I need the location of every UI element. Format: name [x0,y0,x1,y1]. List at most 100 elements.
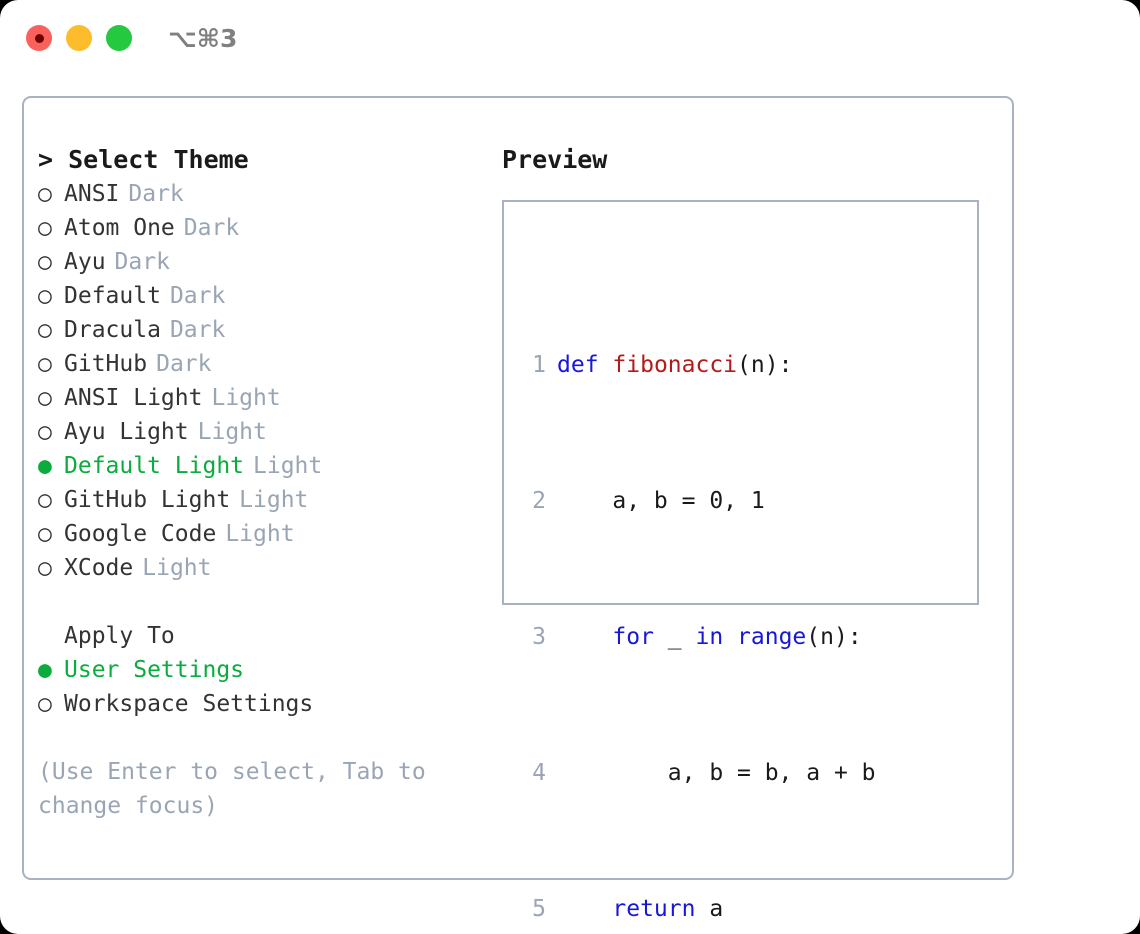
theme-name: ANSI [64,181,120,207]
token-plain [599,352,613,378]
radio-unselected-icon: ○ [38,215,52,241]
token-plain: (n): [737,352,793,378]
theme-name: GitHub Light [64,487,231,513]
theme-name: ANSI Light [64,385,203,411]
theme-list-item[interactable]: ○ Ayu Light Light [38,415,498,449]
theme-name: Default Light [64,453,245,479]
apply-to-heading: Apply To [64,623,175,649]
theme-category-tag: Light [197,419,267,445]
radio-selected-icon: ● [38,453,52,479]
theme-name: Ayu Light [64,419,189,445]
code-line: 5 return a [516,892,903,926]
theme-name: Default [64,283,161,309]
line-number: 5 [532,896,546,922]
minimize-button-icon[interactable] [66,25,92,51]
token-plain [557,896,612,922]
main-panel: > Select Theme ○ ANSI Dark ○ Atom One Da… [22,96,1014,922]
theme-name: Atom One [64,215,175,241]
list-spacer [38,585,498,619]
apply-to-option-user-settings[interactable]: ● User Settings [38,653,498,687]
token-builtin: range [737,624,807,650]
preview-code-box: 1 def fibonacci(n): 2 a, b = 0, 1 3 for … [502,200,979,922]
token-plain [723,624,737,650]
code-text: a, b = 0, 1 [546,484,765,518]
theme-list-item[interactable]: ○ Default Dark [38,279,498,313]
code-text: a, b = b, a + b [546,756,876,790]
keyboard-hint-text: (Use Enter to select, Tab to change focu… [38,759,440,819]
close-inner-dot [34,33,44,43]
keyboard-shortcut-label: ⌥⌘3 [168,24,238,53]
radio-unselected-icon: ○ [38,691,52,717]
theme-list-item[interactable]: ○ ANSI Light Light [38,381,498,415]
theme-category-tag: Light [239,487,309,513]
radio-unselected-icon: ○ [38,385,52,411]
theme-selector-panel: > Select Theme ○ ANSI Dark ○ Atom One Da… [38,143,498,823]
close-button-icon[interactable] [26,25,52,51]
token-plain: a, b = b, a + b [557,760,876,786]
select-theme-heading: > Select Theme [38,145,249,174]
radio-unselected-icon: ○ [38,487,52,513]
radio-unselected-icon: ○ [38,555,52,581]
theme-category-tag: Light [253,453,323,479]
token-function-name: fibonacci [612,352,738,378]
token-plain [557,624,612,650]
theme-category-tag: Dark [169,283,226,309]
apply-to-option-label: Workspace Settings [64,691,314,717]
theme-category-tag: Dark [183,215,240,241]
theme-category-tag: Light [142,555,212,581]
token-plain: _ [653,624,696,650]
code-text: def fibonacci(n): [546,348,792,382]
apply-to-heading-row: Apply To [38,619,498,653]
theme-category-tag: Dark [169,317,226,343]
radio-unselected-icon: ○ [38,419,52,445]
token-plain: (n): [806,624,862,650]
theme-list-item[interactable]: ○ Google Code Light [38,517,498,551]
line-number: 3 [532,624,546,650]
radio-unselected-icon: ○ [38,521,52,547]
preview-heading: Preview [502,145,608,174]
theme-name: Dracula [64,317,161,343]
radio-unselected-icon: ○ [38,351,52,377]
token-plain: a [695,896,724,922]
theme-name: Ayu [64,249,106,275]
apply-to-options[interactable]: ● User Settings ○ Workspace Settings [38,653,498,721]
radio-unselected-icon: ○ [38,249,52,275]
code-line: 4 a, b = b, a + b [516,756,903,790]
theme-list-item[interactable]: ○ GitHub Dark [38,347,498,381]
theme-list-item[interactable]: ○ XCode Light [38,551,498,585]
theme-list-item[interactable]: ○ Ayu Dark [38,245,498,279]
token-keyword: for [612,624,654,650]
theme-category-tag: Dark [128,181,184,207]
theme-category-tag: Light [211,385,281,411]
theme-list-item[interactable]: ○ Dracula Dark [38,313,498,347]
maximize-button-icon[interactable] [106,25,132,51]
code-line: 1 def fibonacci(n): [516,348,903,382]
token-keyword: def [557,352,599,378]
title-bar: ⌥⌘3 [0,0,1140,78]
theme-list-item[interactable]: ○ Atom One Dark [38,211,498,245]
theme-list-item[interactable]: ○ ANSI Dark [38,177,498,211]
token-keyword: return [612,896,696,922]
code-line: 2 a, b = 0, 1 [516,484,903,518]
window-controls [26,25,132,51]
theme-category-tag: Light [225,521,295,547]
code-line: 3 for _ in range(n): [516,620,903,654]
code-text: return a [546,892,723,926]
theme-name: Google Code [64,521,217,547]
theme-name: XCode [64,555,134,581]
preview-panel: Preview 1 def fibonacci(n): 2 a, b = 0, … [502,143,1002,922]
apply-to-option-workspace-settings[interactable]: ○ Workspace Settings [38,687,498,721]
line-number: 2 [532,488,546,514]
line-number: 1 [532,352,546,378]
radio-unselected-icon: ○ [38,283,52,309]
line-number: 4 [532,760,546,786]
theme-list-item[interactable]: ○ GitHub Light Light [38,483,498,517]
token-plain: a, b = 0, 1 [557,488,765,514]
code-text: for _ in range(n): [546,620,862,654]
theme-list-item-selected[interactable]: ● Default Light Light [38,449,498,483]
radio-selected-icon: ● [38,657,52,683]
theme-list[interactable]: ○ ANSI Dark ○ Atom One Dark ○ Ayu Dark [38,177,498,585]
token-keyword: in [695,624,724,650]
apply-to-option-label: User Settings [64,657,245,683]
